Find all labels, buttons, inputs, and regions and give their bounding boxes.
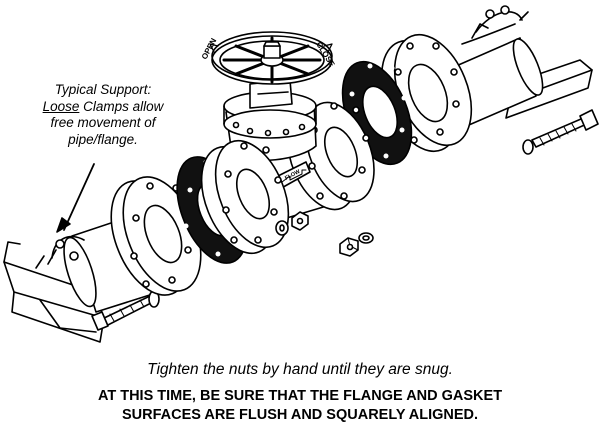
loose-nuts — [275, 211, 374, 257]
callout-line-2: Loose Clamps allow — [24, 99, 182, 116]
callout-title: Typical Support: — [54, 82, 152, 97]
callout-loose-word: Loose — [42, 98, 80, 114]
callout-line-4: pipe/flange. — [68, 131, 138, 147]
callout-line-3: free movement of — [50, 115, 156, 130]
callout-arrow — [56, 163, 95, 233]
valve-assembly-diagram: FLOW OPEN CLOSE — [3, 5, 599, 343]
instruction-step: Tighten the nuts by hand until they are … — [147, 361, 453, 378]
valve-left-flange — [200, 139, 290, 255]
callout-line-2-text: Clamps allow — [79, 98, 164, 114]
warning-line-1: AT THIS TIME, BE SURE THAT THE FLANGE AN… — [97, 388, 503, 404]
support-callout: Typical Support: Loose Clamps allow free… — [24, 82, 182, 148]
handwheel: OPEN CLOSE — [200, 31, 337, 85]
alignment-warning: AT THIS TIME, BE SURE THAT THE FLANGE AN… — [0, 387, 600, 425]
right-pipe-clamp — [471, 5, 529, 39]
left-bolt — [91, 290, 160, 331]
warning-line-2: SURFACES ARE FLUSH AND SQUARELY ALIGNED. — [121, 407, 479, 423]
right-bolt — [522, 109, 599, 155]
left-pipe-clamp — [35, 235, 85, 269]
